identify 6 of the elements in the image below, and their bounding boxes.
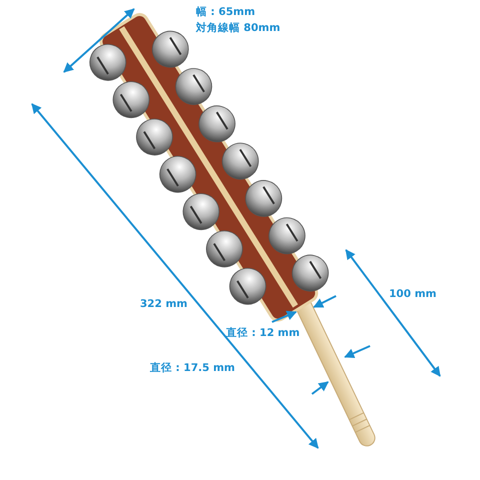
dimension-label: 幅 : 65mm [196,6,256,19]
dimension-label: 322 mm [140,298,188,311]
dimension-label: 対角線幅 80mm [196,22,280,35]
dimension-label: 直径 : 17.5 mm [150,362,235,375]
dimension-label: 100 mm [389,288,436,301]
dimension-label: 直径 : 12 mm [226,327,300,340]
